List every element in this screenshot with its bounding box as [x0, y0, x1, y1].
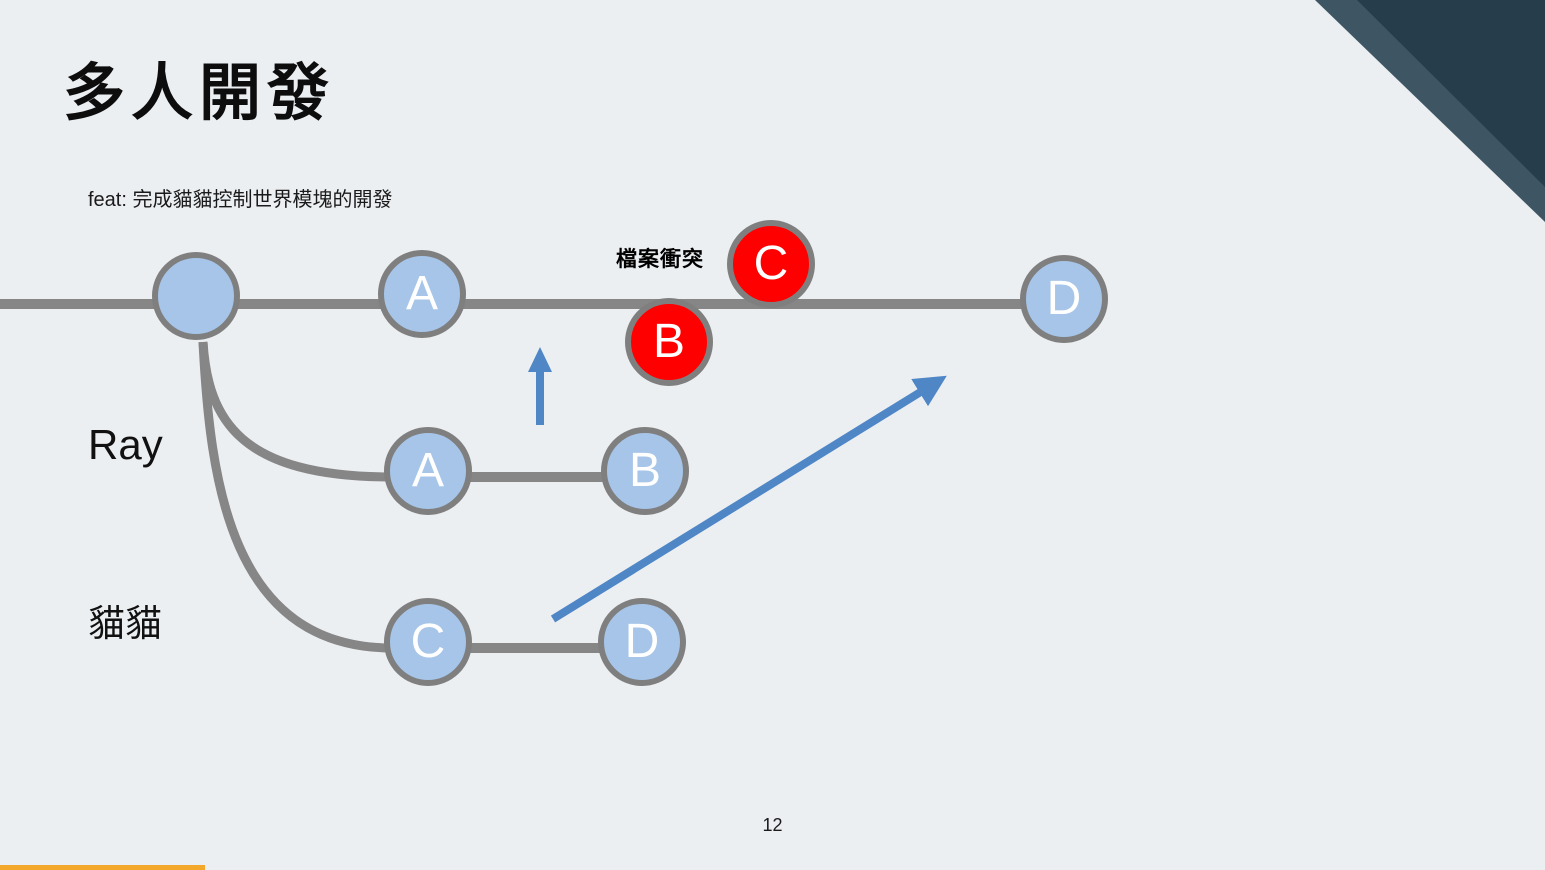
commit-node-cat-d: D: [598, 598, 686, 686]
corner-triangle-dark: [1357, 0, 1545, 187]
page-title: 多人開發: [63, 59, 336, 128]
fork-curve-cat: [198, 341, 393, 653]
commit-node-cat-c: C: [384, 598, 472, 686]
branch-label-cat: 貓貓: [88, 603, 162, 644]
commit-node-start: [152, 252, 240, 340]
commit-node-main-d: D: [1020, 255, 1108, 343]
commit-node-conflict-c: C: [727, 220, 815, 308]
merge-diagonal-arrow: [550, 375, 947, 623]
corner-decoration: [1315, 0, 1545, 222]
page-number: 12: [762, 815, 783, 835]
accent-bar: [0, 865, 205, 870]
commit-node-main-a: A: [378, 250, 466, 338]
commit-message: feat: 完成貓貓控制世界模塊的開發: [88, 189, 393, 211]
file-conflict-label: 檔案衝突: [616, 248, 704, 271]
merge-up-arrow-head: [528, 347, 552, 372]
commit-node-conflict-b: B: [625, 298, 713, 386]
commit-node-ray-b: B: [601, 427, 689, 515]
fork-curve-ray: [198, 341, 393, 482]
branch-label-ray: Ray: [88, 421, 163, 468]
merge-up-arrow-shaft: [536, 362, 544, 425]
commit-node-ray-a: A: [384, 427, 472, 515]
